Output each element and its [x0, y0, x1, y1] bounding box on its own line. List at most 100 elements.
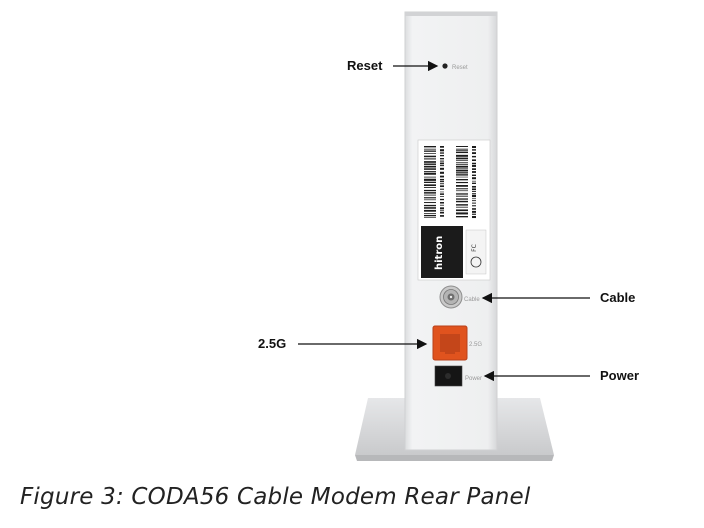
barcode-bar [472, 171, 476, 173]
reset-pinhole [442, 63, 448, 69]
cable-port-label: Cable [464, 297, 480, 303]
barcode-bar [440, 196, 444, 197]
barcode-bar [424, 217, 436, 218]
barcode-bar [472, 193, 476, 195]
barcode-bar [424, 209, 436, 212]
barcode-bar [424, 150, 436, 152]
barcode-bar [424, 161, 436, 163]
barcode-bar [456, 209, 468, 212]
barcode-bar [424, 189, 436, 192]
barcode-bar [456, 212, 468, 215]
barcode-bar [472, 198, 476, 200]
barcode-bar [472, 174, 476, 176]
ethernet-callout: 2.5G [258, 336, 287, 351]
coax-connector [439, 285, 463, 309]
barcode-bar [424, 153, 436, 154]
barcode-bar [440, 207, 444, 210]
barcode-bar [456, 176, 468, 178]
barcode-bar [424, 146, 436, 148]
barcode-bar [424, 171, 436, 172]
barcode-bar [424, 197, 436, 199]
barcode-bar [424, 168, 436, 170]
barcode-bar [424, 163, 436, 165]
barcode-bar [440, 152, 444, 154]
barcode-bar [472, 188, 476, 191]
barcode-bar [424, 214, 436, 217]
barcode-bar [472, 182, 476, 184]
barcode-bar [456, 172, 468, 174]
barcode-bar [456, 179, 468, 181]
barcode-bar [456, 216, 468, 218]
barcode-bar [440, 178, 444, 181]
power-port-label: Power [465, 376, 482, 382]
barcode-bar [456, 163, 468, 165]
barcode-bar [456, 159, 468, 161]
barcode-bar [456, 165, 468, 168]
barcode-bar [424, 213, 436, 215]
barcode-bar [440, 181, 444, 183]
barcode-bar [472, 152, 476, 155]
barcode-bar [440, 154, 444, 157]
brand-logo: hitron [434, 236, 445, 270]
barcode-bar [472, 149, 476, 151]
barcode-bar [424, 194, 436, 196]
barcode-bar [472, 190, 476, 192]
barcode-bar [456, 151, 468, 154]
power-jack [434, 365, 463, 387]
ethernet-port-label: 2.5G [469, 342, 482, 348]
barcode-bar [472, 194, 476, 198]
power-callout: Power [600, 368, 640, 383]
barcode-bar [472, 177, 476, 180]
barcode-bar [440, 162, 444, 165]
reset-callout: Reset [347, 58, 383, 73]
fcc-mark: FC [471, 244, 478, 252]
barcode-bar [440, 165, 444, 167]
reset-port-label: Reset [452, 65, 468, 71]
barcode-bar [472, 208, 476, 210]
barcode-bar [424, 184, 436, 187]
barcode-bar [456, 146, 468, 147]
barcode-bar [440, 175, 444, 178]
barcode-bar [456, 206, 468, 208]
barcode-bar [440, 210, 444, 211]
barcode-bar [440, 215, 444, 217]
barcode-bar [456, 154, 468, 157]
barcode-bar [456, 168, 468, 170]
barcode-bar [472, 180, 476, 182]
ul-mark [470, 256, 482, 268]
barcode-bar [440, 204, 444, 206]
barcode-bar [456, 185, 468, 187]
barcode-bar [440, 191, 444, 193]
barcode-bar [456, 161, 468, 163]
barcode-bar [424, 187, 436, 188]
barcode-bar [456, 190, 468, 192]
barcode-bar [440, 202, 444, 204]
barcode-bar [440, 171, 444, 174]
barcode-bar [456, 150, 468, 151]
barcode-bar [424, 176, 436, 178]
barcode-bar [424, 172, 436, 175]
barcode-bar [440, 167, 444, 170]
barcode-bar [472, 205, 476, 207]
barcode-bar [456, 196, 468, 197]
barcode-bar [472, 213, 476, 215]
barcode-bar [424, 181, 436, 183]
barcode-bar [440, 160, 444, 162]
barcode-bar [440, 211, 444, 214]
barcode-bar [440, 158, 444, 160]
barcode-bar [456, 157, 468, 159]
barcode-bar [440, 188, 444, 190]
barcode-bar [424, 165, 436, 168]
ethernet-port [432, 325, 468, 361]
barcode-bar [440, 185, 444, 188]
cable-callout: Cable [600, 290, 636, 305]
barcode-bar [424, 155, 436, 158]
barcode-bar [424, 148, 436, 150]
barcode-bar [472, 202, 476, 204]
barcode-bar [440, 193, 444, 195]
barcode-bar [440, 198, 444, 201]
barcode-bar [472, 164, 476, 167]
barcode-bar [456, 198, 468, 200]
